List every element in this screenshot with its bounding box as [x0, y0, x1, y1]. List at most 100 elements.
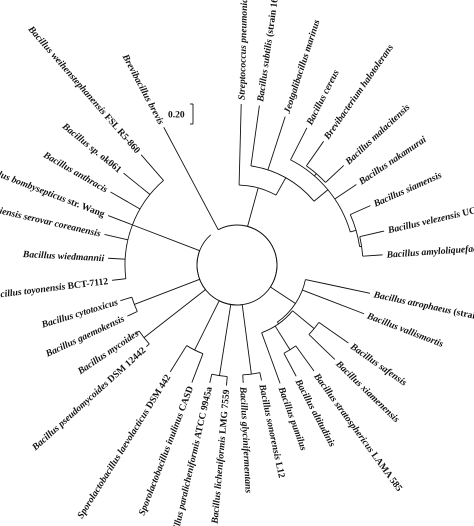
clade-branch-10-arc [308, 322, 320, 335]
branch-bstratosphericus-tip [302, 355, 315, 372]
branch-brevibacterium-tip [306, 141, 324, 166]
branch-brevibacterium [306, 164, 308, 167]
branch-bamylo-tip [364, 254, 383, 257]
branch-bsiamensis-tip [351, 205, 371, 215]
branch-bsp-tip [123, 172, 141, 188]
clade-branch-8-arc [277, 279, 306, 323]
branch-bnakamurai-tip [339, 184, 357, 197]
leaf-strain: (strain 1942) [450, 306, 474, 328]
branch-bpumilus-tip [269, 354, 281, 384]
leaf-label-bsiamensis: Bacillus siamensis [371, 170, 444, 210]
scale-bar-label: 0.20 [168, 111, 185, 121]
leaf-species-name: Brevibacillus brevis [119, 52, 166, 127]
leaf-strain: L12 [272, 459, 287, 479]
branch-bwiedmannii [115, 258, 126, 260]
leaf-strain: (strain 168) [264, 0, 282, 40]
leaf-species-name: Bacillus pseudomycoides [29, 378, 111, 453]
branch-bpumilus [261, 332, 270, 355]
leaf-species-name: Bacillus amyloliquefaciens [385, 242, 474, 261]
branch-jeotgalibacillus [267, 150, 275, 171]
branch-bvelezensis-tip [361, 230, 385, 237]
clade-branch-17-arc [138, 330, 150, 345]
leaf-label-bglycini: Bacillus glycinifermentans [237, 386, 254, 494]
leaf-label-btoyonensis: Bacillus toyonensis BCT-7112 [0, 276, 109, 302]
clade-branch-13-arc [242, 372, 260, 376]
branch-bnakamurai [334, 195, 341, 200]
branch-bsonorensis [259, 372, 262, 378]
branch-btoyonensis [117, 278, 126, 281]
branch-bstratosphericus [295, 345, 304, 356]
branch-banthracis [129, 202, 141, 210]
clade-branch-17 [143, 289, 206, 339]
leaf-label-brevibacillus: Brevibacillus brevis [119, 52, 166, 127]
branch-batrophaeus-tip [329, 284, 371, 294]
branch-bweihen [155, 171, 164, 181]
branch-bbomby-tip [108, 215, 123, 222]
leaf-label-bvallismortis: Bacillus vallismortis [365, 310, 446, 350]
clade-branch-19 [132, 224, 200, 252]
branch-bsubtilis [250, 154, 254, 167]
branch-bvallismortis [302, 289, 331, 302]
leaf-species-name: Bacillus wiedmannii [22, 249, 105, 264]
branch-slaevo-tip [169, 366, 174, 373]
clade-branch-10 [292, 310, 315, 329]
branch-sinulinus-tip [191, 376, 195, 383]
branch-bweihen-tip [140, 154, 156, 172]
branch-sinulinus [193, 353, 204, 378]
branch-batrophaeus [305, 279, 331, 286]
branch-bmalacitensis [325, 180, 328, 183]
branch-bparalichen [210, 374, 213, 378]
branch-bsafensis-tip [330, 330, 349, 344]
leaf-strain: UCMB5033 [459, 197, 474, 219]
branch-bbomby [122, 220, 133, 226]
leaf-species-name: Bacillus licheniformis [210, 436, 229, 526]
leaf-strain: LAMA 585 [367, 448, 404, 493]
branch-baltitudinis [283, 353, 290, 365]
branch-baltitudinis-tip [289, 363, 297, 377]
branch-brevibacillus [180, 158, 219, 230]
clade-branch-2-arc [239, 184, 277, 196]
branch-bxiamenensis [308, 334, 321, 346]
leaf-species-name: Bacillus paralicheniformis [168, 439, 203, 526]
leaf-species-name: Bacillus vallismortis [365, 310, 446, 350]
branch-bmalacitensis-tip [326, 165, 345, 182]
clade-branch-1-arc [247, 225, 278, 288]
leaf-species-name: Bacillus subtilis [255, 38, 275, 103]
branch-bsiamensis [350, 213, 353, 215]
branch-bxiamenensis-tip [319, 344, 336, 360]
leaf-label-bsubtilis: Bacillus subtilis (strain 168) [255, 0, 282, 103]
branch-bcereus-tip [291, 127, 308, 159]
branch-bmycoides [135, 330, 140, 334]
branch-bthuring-tip [104, 233, 119, 238]
leaf-label-bwiedmannii: Bacillus wiedmannii [22, 249, 105, 264]
leaf-strain: BCT-7112 [65, 276, 109, 292]
clade-branch-15-arc [186, 345, 204, 355]
branch-streptococcus-tip [240, 104, 242, 126]
branch-bparalichen-tip [209, 376, 212, 384]
clade-branch-2 [247, 187, 259, 227]
leaf-strain: str. Wang [64, 195, 107, 220]
branch-streptococcus [238, 125, 242, 186]
leaf-species-name: Bacillus siamensis [371, 170, 444, 210]
branch-banthracis-tip [110, 191, 130, 204]
clade-branch-4 [313, 189, 329, 202]
clade-branch-15 [194, 300, 220, 351]
leaf-strain: DSM 442 [143, 373, 174, 413]
clade-branch-11 [274, 325, 291, 351]
leaf-strain: ok061 [96, 150, 124, 176]
clade-branch-14 [219, 304, 232, 376]
leaf-strain: ATCC 9945a [192, 386, 215, 442]
branch-bthuring [118, 237, 128, 241]
leaf-species-name: Bacillus sp. [59, 120, 102, 158]
branch-jeotgalibacillus-tip [273, 116, 286, 152]
leaf-species-name: Bacillus toyonensis [0, 281, 66, 301]
leaf-strain: CASD [176, 385, 197, 416]
leaf-label-blicheni: Bacillus licheniformis LMG 7559 [210, 389, 233, 525]
branch-blicheni-tip [226, 379, 228, 386]
branch-btoyonensis-tip [111, 279, 118, 281]
leaf-species-name: Streptococcus pneumoniae [237, 0, 251, 100]
clade-branch-8 [270, 286, 296, 304]
branch-bgaemok [128, 311, 138, 317]
branch-brevibacillus-tip [163, 127, 182, 160]
